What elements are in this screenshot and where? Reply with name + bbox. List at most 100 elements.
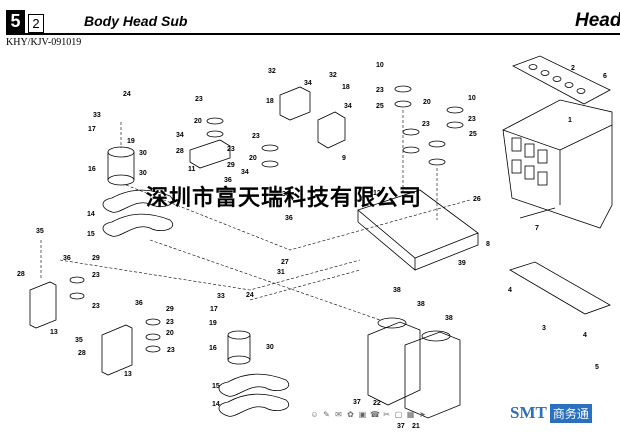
shaft-7 (519, 207, 556, 219)
alignment-lines (40, 110, 471, 321)
phone-icon[interactable]: ☎ (370, 410, 380, 419)
callout-25: 25 (376, 103, 384, 110)
callout-13-2: 13 (124, 371, 132, 378)
callout-37-2: 37 (397, 423, 405, 430)
callout-39: 39 (458, 260, 466, 267)
callout-15-2: 15 (212, 383, 220, 390)
callout-20: 20 (194, 118, 202, 125)
callout-7: 7 (535, 225, 539, 232)
frame-holes (511, 137, 548, 186)
callout-30: 30 (139, 150, 147, 157)
base-plate-side (357, 210, 479, 271)
callout-37: 37 (353, 399, 361, 406)
callout-6: 6 (603, 73, 607, 80)
rail-plate (512, 55, 611, 105)
doc-code: KHY/KJV-091019 (6, 37, 82, 48)
callout-12: 12 (373, 190, 381, 197)
frame-front (502, 124, 613, 205)
smt-badge: SMT 商务通 (510, 403, 592, 423)
callout-38-3: 38 (445, 315, 453, 322)
arrow-icon[interactable]: ➤ (419, 410, 426, 419)
callout-23-4: 23 (376, 87, 384, 94)
callout-35-2: 35 (75, 337, 83, 344)
callout-20-2: 20 (249, 155, 257, 162)
belt-upper-1 (102, 189, 173, 213)
callout-29: 29 (227, 162, 235, 169)
callout-36-4: 36 (63, 255, 71, 262)
callout-36: 36 (224, 177, 232, 184)
callout-35: 35 (36, 228, 44, 235)
callout-17-2: 17 (210, 306, 218, 313)
callout-34-2: 34 (241, 169, 249, 176)
callout-4-2: 4 (583, 332, 587, 339)
pen-icon[interactable]: ✎ (323, 410, 330, 419)
callout-4: 4 (508, 287, 512, 294)
callout-22: 22 (373, 400, 381, 407)
callout-23-8: 23 (92, 303, 100, 310)
cylinder-lower (227, 335, 251, 360)
callout-32: 32 (268, 68, 276, 75)
callout-33: 33 (93, 112, 101, 119)
holder-18 (279, 86, 311, 121)
chat-icon[interactable]: ✉ (335, 410, 342, 419)
callout-20-3: 20 (423, 99, 431, 106)
callout-23-2: 23 (252, 133, 260, 140)
badge-suffix: 商务通 (549, 403, 592, 423)
callout-23-5: 23 (468, 116, 476, 123)
motor-left (367, 321, 421, 406)
callout-23-9: 23 (166, 319, 174, 326)
motor-right (404, 331, 461, 419)
callout-28-2: 28 (17, 271, 25, 278)
callout-34: 34 (176, 132, 184, 139)
callout-2: 2 (571, 65, 575, 72)
callout-34-3: 34 (304, 80, 312, 87)
callout-18-2: 18 (342, 84, 350, 91)
holder-9 (317, 111, 346, 149)
callout-13: 13 (50, 329, 58, 336)
smile-icon[interactable]: ☺ (310, 410, 319, 419)
callout-8: 8 (486, 241, 490, 248)
callout-31: 31 (277, 269, 285, 276)
callout-28: 28 (176, 148, 184, 155)
callout-29-3: 29 (166, 306, 174, 313)
callout-21: 21 (412, 423, 420, 430)
page-header: 5 2 Body Head Sub Head KHY/KJV-091019 (0, 0, 620, 48)
callout-30-2: 30 (139, 170, 147, 177)
callout-33-2: 33 (217, 293, 225, 300)
callout-36-3: 36 (285, 215, 293, 222)
callout-17: 17 (88, 126, 96, 133)
callout-30-3: 30 (266, 344, 274, 351)
callout-28-3: 28 (78, 350, 86, 357)
callout-23-3: 23 (227, 146, 235, 153)
bracket-right (101, 324, 133, 376)
callout-16: 16 (88, 166, 96, 173)
callout-27: 27 (281, 259, 289, 266)
nozzle-strip (509, 261, 611, 315)
belt-upper-2 (102, 213, 173, 237)
callout-19: 19 (127, 138, 135, 145)
section-number: 5 (6, 10, 25, 33)
belt-lower-1 (218, 373, 289, 397)
share-toolbar: ☺ ✎ ✉ ✿ ▣☎✂ ▢▦ ➤ (310, 410, 427, 419)
callout-23-7: 23 (92, 272, 100, 279)
callout-3: 3 (542, 325, 546, 332)
callout-38: 38 (393, 287, 401, 294)
callout-26: 26 (473, 196, 481, 203)
callout-10-2: 10 (468, 95, 476, 102)
box-icon[interactable]: ▢ (394, 410, 403, 419)
sub-number: 2 (28, 14, 44, 33)
bearing-stack (69, 85, 464, 353)
callout-9: 9 (342, 155, 346, 162)
bracket-left (29, 281, 57, 329)
image-icon[interactable]: ▣ (358, 410, 367, 419)
flower-icon[interactable]: ✿ (347, 410, 354, 419)
callout-15: 15 (87, 231, 95, 238)
callout-labels: 1234456789101011121313141415151616171718… (17, 62, 607, 430)
grid-icon[interactable]: ▦ (406, 410, 415, 419)
chapter-title: Head (575, 10, 620, 31)
callout-19-2: 19 (209, 320, 217, 327)
scissors-icon[interactable]: ✂ (383, 410, 390, 419)
callout-23: 23 (195, 96, 203, 103)
belt-lower-2 (218, 393, 289, 417)
